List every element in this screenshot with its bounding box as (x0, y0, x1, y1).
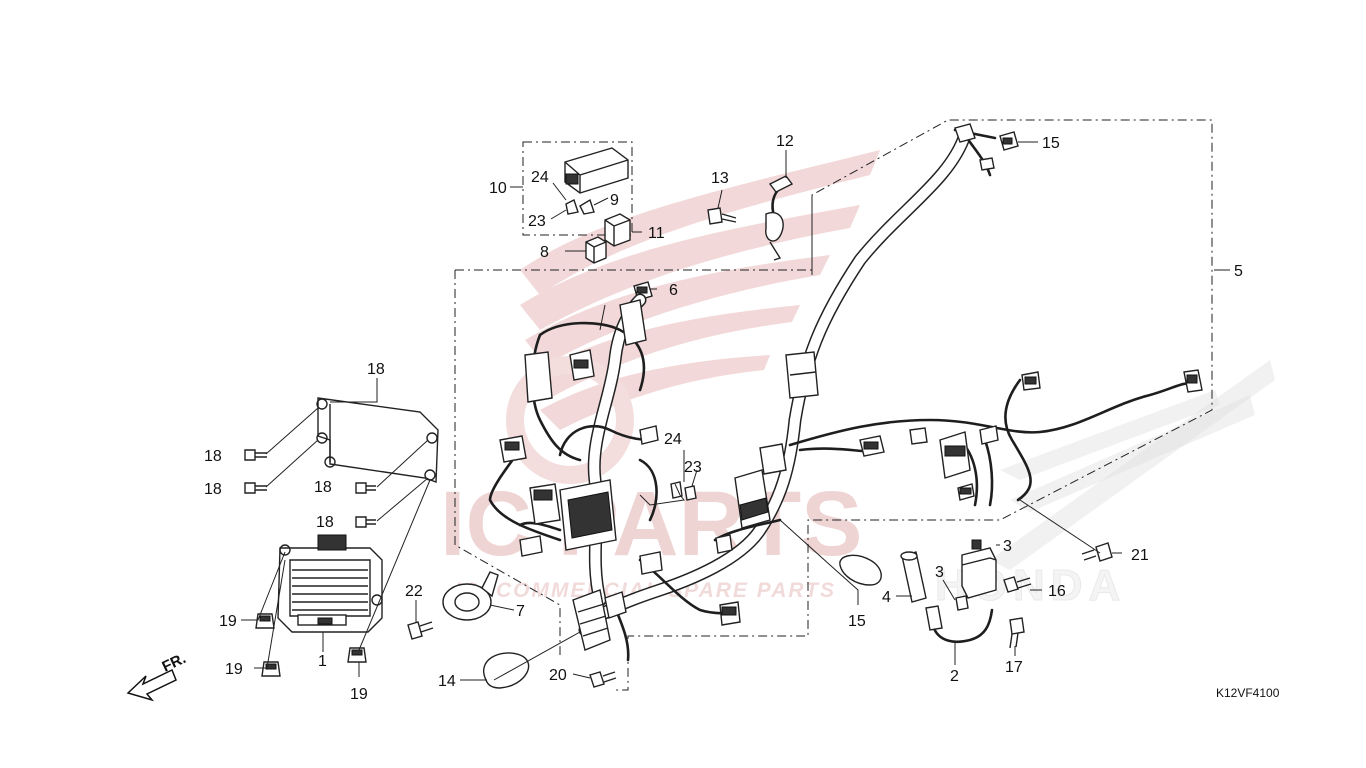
callout-5: 5 (1234, 263, 1243, 280)
callout-13: 18 (367, 361, 385, 378)
part-21-bolt (1081, 542, 1113, 562)
part-17-bolts (1003, 576, 1032, 649)
callout-15-left: 14 (438, 673, 456, 690)
part-5-wire-harness (488, 123, 1203, 662)
callout-17-b: 17 (1005, 659, 1023, 676)
part-2-high-tension-wire (925, 605, 994, 644)
callout-18-c: 18 (314, 479, 332, 496)
callout-16: 15 (1042, 135, 1060, 152)
callout-18-d: 18 (316, 514, 334, 531)
callout-15-right: 15 (848, 613, 866, 630)
part-13-bracket (316, 397, 439, 483)
callout-18-a: 18 (204, 448, 222, 465)
part-18-screws (244, 449, 376, 528)
part-9-relay-box (564, 147, 629, 215)
callout-1: 1 (318, 653, 327, 670)
callout-23-mid: 23 (684, 459, 702, 476)
front-arrow-label: FR. (160, 650, 189, 676)
callout-6: 6 (669, 282, 678, 299)
callout-19-c: 19 (350, 686, 368, 703)
callout-24-top: 24 (531, 169, 549, 186)
part-20-bolt (589, 671, 617, 688)
diagram-code: K12VF4100 (1216, 686, 1280, 700)
part-10-11-relays (585, 213, 631, 264)
callout-17-a: 16 (1048, 583, 1066, 600)
callout-20: 20 (549, 667, 567, 684)
callout-23-top: 23 (528, 213, 546, 230)
part-22-bolt (407, 621, 434, 640)
callout-2: 2 (950, 668, 959, 685)
dotted-wing-watermark (990, 360, 1275, 570)
callout-24-mid: 24 (664, 431, 682, 448)
callout-11: 11 (648, 225, 665, 242)
callout-19-a: 19 (219, 613, 237, 630)
part-7-horn (442, 571, 499, 621)
callout-labels: 10 24 9 23 11 8 12 13 6 15 5 18 18 18 18… (204, 133, 1243, 703)
callout-3-mid: 3 (935, 564, 944, 581)
callout-10: 8 (540, 244, 549, 261)
part-4-plug-cap (900, 551, 927, 603)
callout-22: 22 (405, 583, 423, 600)
callout-19-b: 19 (225, 661, 243, 678)
callout-9: 10 (489, 180, 507, 197)
part-3-ignition-coil (955, 539, 997, 611)
leader-lines (241, 141, 1230, 681)
callout-7: 7 (516, 603, 525, 620)
callout-14: 13 (711, 170, 729, 187)
callout-4: 4 (882, 589, 891, 606)
part-1-ecu (277, 534, 383, 633)
part-14-bolt (707, 207, 737, 225)
front-arrow: FR. (126, 650, 189, 702)
part-16-connector (999, 131, 1019, 151)
part-12-sensor-clamp (765, 175, 794, 261)
callout-3-top: 3 (1003, 538, 1012, 555)
part-15-bands (483, 554, 882, 689)
callout-21: 21 (1131, 547, 1149, 564)
callout-18-b: 18 (204, 481, 222, 498)
callout-8: 9 (610, 192, 619, 209)
callout-12: 12 (776, 133, 794, 150)
